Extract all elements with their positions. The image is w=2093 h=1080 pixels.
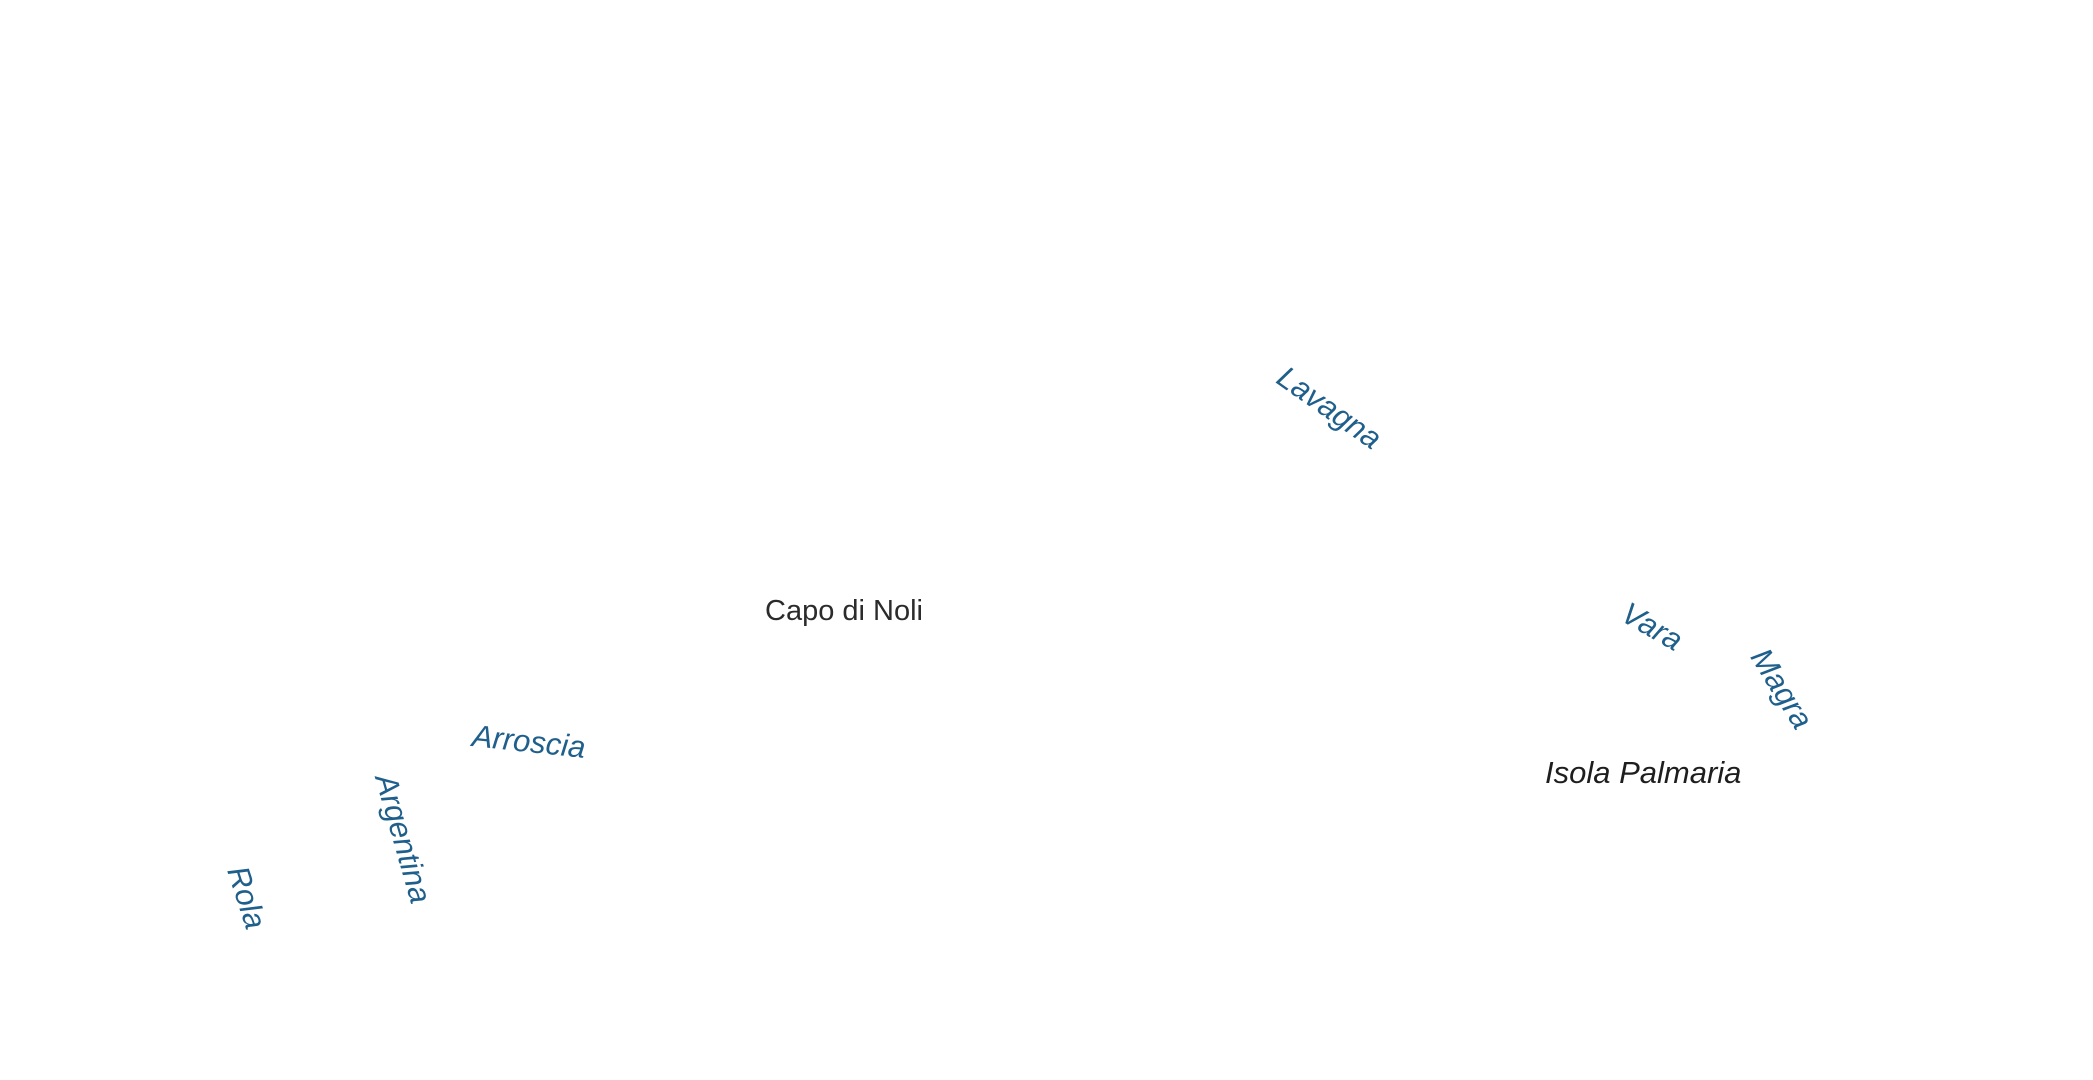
river-label-magra: Magra	[1743, 641, 1821, 736]
river-label-lavagna: Lavagna	[1270, 359, 1389, 456]
river-label-argentina: Argentina	[368, 769, 439, 908]
place-label-capo-di-noli: Capo di Noli	[765, 595, 923, 627]
island-label-isola-palmaria: Isola Palmaria	[1545, 755, 1742, 790]
river-label-rola: Rola	[220, 861, 274, 934]
river-label-vara: Vara	[1615, 595, 1689, 658]
river-label-arroscia: Arroscia	[470, 718, 588, 765]
